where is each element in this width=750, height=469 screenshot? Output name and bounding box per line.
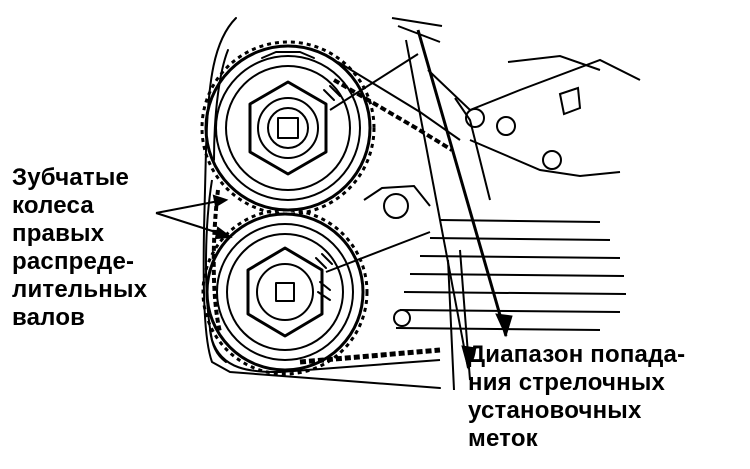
range-label: Диапазон попада- ния стрелочных установо… [468,341,686,452]
mark-range-indicator [325,17,513,370]
gear-teeth [200,40,376,376]
gear-label: Зубчатые колеса правых распреде- лительн… [12,164,148,331]
timing-cover-outline [202,17,441,389]
upper-camshaft-gear [204,44,372,212]
engine-block-detail [363,54,641,391]
gear-label-leaders [155,194,233,240]
lower-camshaft-gear [205,212,365,372]
